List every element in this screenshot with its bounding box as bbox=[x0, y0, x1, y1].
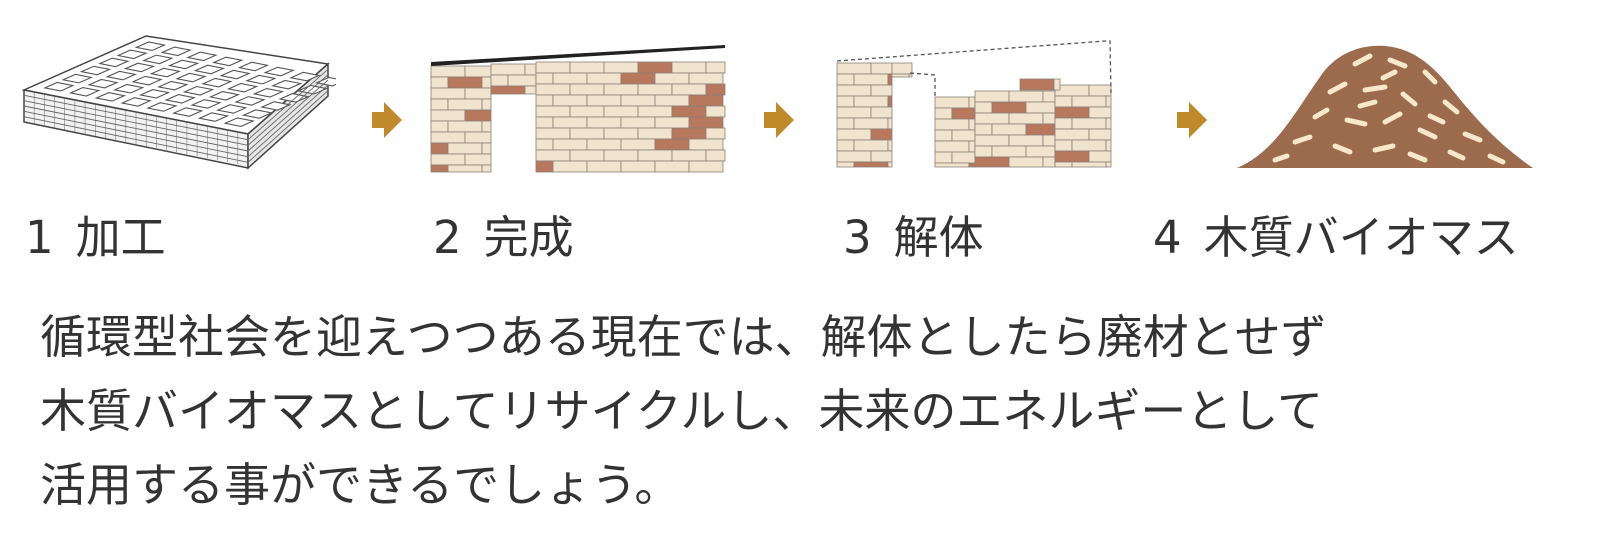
processed-wood-block-illustration bbox=[21, 35, 336, 170]
right-arrow-icon bbox=[1177, 102, 1207, 138]
caption-text: 循環型社会を迎えつつある現在では、解体としたら廃材とせず 木質バイオマスとしてリ… bbox=[40, 300, 1600, 522]
caption-line: 活用する事ができるでしょう。 bbox=[40, 458, 681, 512]
step-label-2: 2 完成 bbox=[433, 208, 574, 268]
right-arrow-icon bbox=[764, 102, 794, 138]
step-title: 完成 bbox=[483, 211, 574, 264]
step-number: 3 bbox=[843, 211, 872, 264]
step-title: 解体 bbox=[893, 211, 984, 264]
step-number: 2 bbox=[433, 211, 462, 264]
step-title: 木質バイオマス bbox=[1203, 211, 1519, 264]
wood-chip-pile-illustration bbox=[1237, 45, 1533, 168]
caption-line: 木質バイオマスとしてリサイクルし、未来のエネルギーとして bbox=[40, 384, 1323, 438]
dismantled-wall-illustration bbox=[836, 40, 1112, 168]
step-number: 4 bbox=[1153, 211, 1182, 264]
right-arrow-icon bbox=[372, 102, 402, 138]
step-label-1: 1 加工 bbox=[25, 208, 166, 268]
step-label-4: 4 木質バイオマス bbox=[1153, 208, 1519, 268]
step-label-3: 3 解体 bbox=[843, 208, 984, 268]
caption-line: 循環型社会を迎えつつある現在では、解体としたら廃材とせず bbox=[40, 310, 1327, 364]
step-title: 加工 bbox=[75, 211, 166, 264]
finished-building-wall-illustration bbox=[430, 45, 726, 173]
step-number: 1 bbox=[25, 211, 54, 264]
